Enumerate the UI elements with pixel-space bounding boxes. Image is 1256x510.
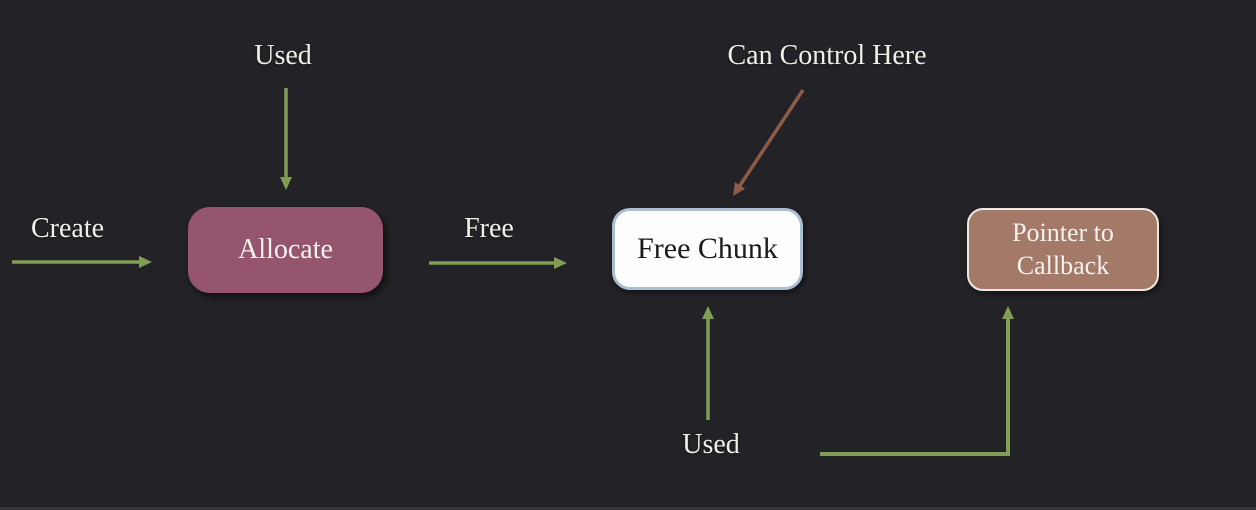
node-pointer-to-callback: Pointer to Callback [967, 208, 1159, 291]
label-used-bottom: Used [682, 429, 740, 460]
elbow-arrow [820, 306, 1014, 456]
node-free-chunk-label: Free Chunk [637, 232, 778, 265]
can-control-arrow [732, 89, 805, 197]
node-allocate-label: Allocate [238, 234, 333, 265]
node-pointer-to-callback-label: Pointer to Callback [1012, 218, 1114, 280]
label-can-control-here: Can Control Here [727, 40, 927, 71]
label-create: Create [30, 213, 105, 244]
slide-bottom-edge [0, 507, 1256, 510]
node-free-chunk: Free Chunk [612, 208, 803, 290]
label-used-top: Used [254, 40, 312, 71]
label-free: Free [464, 213, 514, 244]
node-allocate: Allocate [188, 207, 383, 293]
